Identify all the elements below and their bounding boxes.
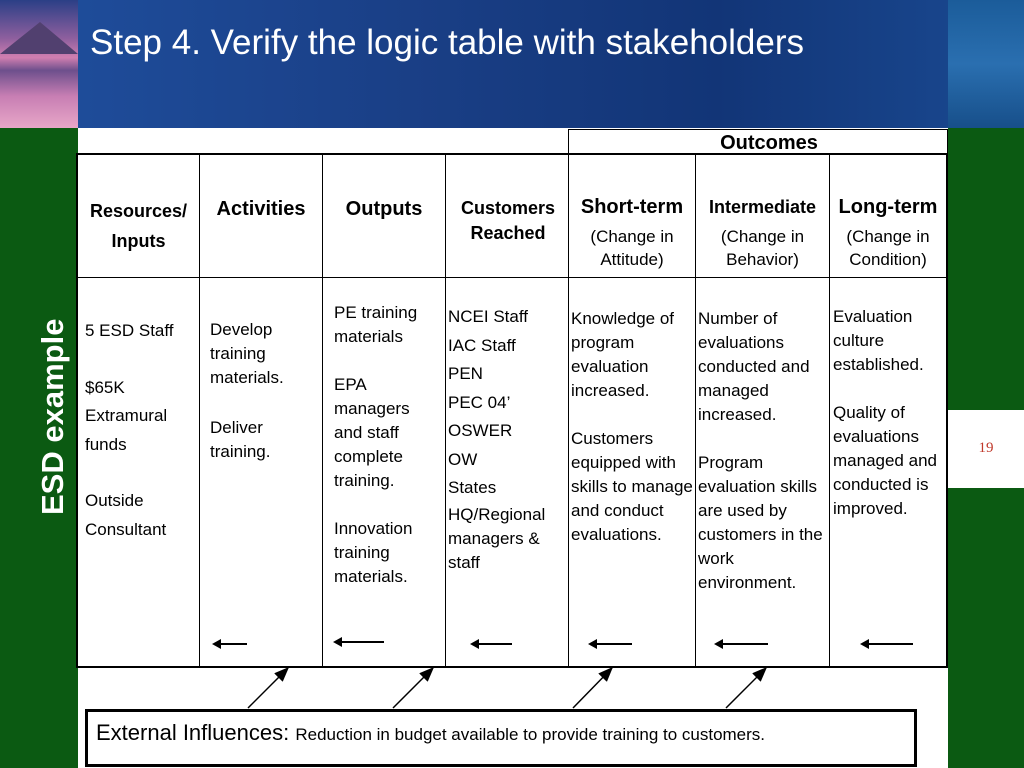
table-header-divider (78, 277, 946, 278)
influence-arrow-icon (725, 666, 768, 709)
page-number: 19 (978, 440, 994, 456)
external-influences-label: External Influences: (96, 720, 290, 745)
column-divider (829, 155, 830, 666)
arrow-left-icon (714, 639, 768, 649)
list-item: 5 ESD Staff (85, 321, 174, 340)
header-resources: Resources/ Inputs (89, 201, 188, 251)
external-influences-box (85, 709, 917, 767)
header-outputs: Outputs (345, 198, 423, 220)
header-customers: Customers Reached (460, 198, 556, 243)
short-term-cell: Knowledge of program evaluation increase… (571, 307, 693, 547)
slide-header (0, 0, 1024, 128)
arrow-left-icon (588, 639, 632, 649)
external-influences: External Influences: Reduction in budget… (96, 720, 765, 746)
slide-title: Step 4. Verify the logic table with stak… (90, 23, 805, 62)
arrow-left-icon (470, 639, 512, 649)
influence-arrow-icon (247, 666, 290, 709)
list-item: Program evaluation skills are used by cu… (698, 453, 823, 592)
left-band (0, 128, 78, 768)
header-long-term: Long-term (Change in Condition) (838, 196, 938, 269)
list-item: Quality of evaluations managed and condu… (833, 403, 937, 518)
long-term-cell: Evaluation culture established. Quality … (833, 305, 945, 521)
list-item: Innovation training materials. (334, 519, 413, 586)
outcomes-header: Outcomes (720, 132, 818, 154)
list-item: PEN (448, 364, 483, 383)
resources-cell: 5 ESD Staff $65K Extramural funds Outsid… (85, 317, 197, 544)
list-item: HQ/Regional managers & staff (448, 504, 546, 572)
list-item: NCEI Staff (448, 307, 528, 326)
outputs-cell: PE training materials EPA managers and s… (334, 301, 440, 589)
external-influences-text: Reduction in budget available to provide… (295, 725, 766, 744)
influence-arrow-icon (392, 666, 435, 709)
list-item: Develop training materials. (210, 320, 284, 387)
header-activities: Activities (216, 198, 306, 220)
column-divider (445, 155, 446, 666)
column-divider (695, 155, 696, 666)
list-item: Outside (85, 491, 144, 510)
arrow-left-icon (333, 637, 384, 647)
list-item: Consultant (85, 519, 167, 539)
list-item: Customers equipped with skills to manage… (571, 429, 693, 544)
list-item: Number of evaluations conducted and mana… (698, 309, 810, 424)
list-item: OW (448, 449, 478, 469)
activities-cell: Develop training materials. Deliver trai… (210, 318, 310, 464)
list-item: Knowledge of program evaluation increase… (571, 309, 675, 400)
list-item: Evaluation culture established. (833, 307, 924, 374)
list-item: Extramural (85, 406, 168, 425)
customers-cell: NCEI Staff IAC Staff PEN PEC 04’ OSWER O… (448, 303, 566, 575)
list-item: OSWER (448, 421, 513, 440)
column-divider (568, 155, 569, 666)
list-item: funds (85, 434, 127, 454)
page-number-box (948, 410, 1024, 488)
arrow-left-icon (860, 639, 913, 649)
column-divider (322, 155, 323, 666)
list-item: EPA managers and staff complete training… (334, 375, 410, 490)
list-item: $65K (85, 377, 125, 397)
list-item: Deliver training. (210, 418, 271, 461)
list-item: IAC Staff (448, 335, 516, 355)
logic-table (76, 153, 948, 668)
header-decoration (948, 0, 1024, 128)
header-photo (0, 0, 78, 128)
arrow-left-icon (212, 639, 247, 649)
header-intermediate: Intermediate (Change in Behavior) (708, 197, 817, 269)
list-item: PE training materials (334, 303, 418, 346)
influence-arrow-icon (572, 666, 614, 709)
content-area (78, 128, 948, 768)
column-divider (199, 155, 200, 666)
list-item: States (448, 478, 497, 497)
header-short-term: Short-term (Change in Attitude) (580, 196, 684, 269)
intermediate-cell: Number of evaluations conducted and mana… (698, 307, 826, 595)
list-item: PEC 04’ (448, 392, 511, 412)
